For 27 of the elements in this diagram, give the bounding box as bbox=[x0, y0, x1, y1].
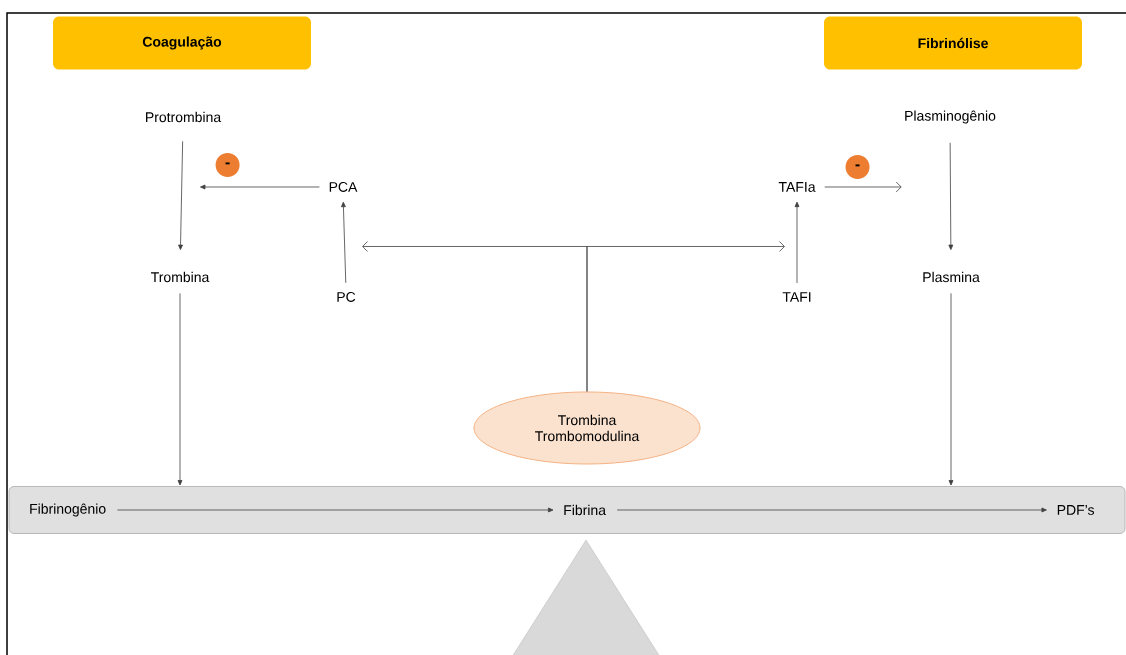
arrow bbox=[200, 184, 320, 190]
inhibition-mark: - bbox=[845, 155, 870, 179]
protein-label: Plasminogênio bbox=[905, 110, 996, 124]
arrow bbox=[177, 292, 183, 486]
protein-label: Fibrinogênio bbox=[30, 503, 106, 517]
reaction-band bbox=[8, 486, 1126, 534]
protein-label: PDF’s bbox=[1057, 505, 1095, 515]
protein-label: PC bbox=[337, 292, 356, 302]
section-header: Fibrinólise bbox=[824, 16, 1082, 70]
arrow bbox=[116, 507, 554, 513]
protein-label: TAFIa bbox=[778, 182, 816, 192]
section-header: Coagulação bbox=[53, 16, 311, 70]
arrow bbox=[586, 241, 785, 392]
protein-label: Protrombina bbox=[146, 111, 222, 123]
inhibition-mark: - bbox=[215, 153, 240, 177]
protein-label: Plasmina bbox=[923, 271, 980, 283]
arrow bbox=[178, 140, 184, 250]
protein-label: Trombina bbox=[151, 271, 210, 283]
protein-label: Fibrina bbox=[564, 504, 606, 516]
protein-label: TAFI bbox=[782, 292, 811, 302]
arrow bbox=[948, 292, 954, 486]
arrow bbox=[824, 181, 902, 193]
arrow bbox=[948, 142, 954, 250]
protein-label: PCA bbox=[329, 182, 358, 192]
arrow bbox=[794, 201, 800, 284]
arrow bbox=[341, 201, 347, 284]
arrow bbox=[616, 507, 1047, 513]
